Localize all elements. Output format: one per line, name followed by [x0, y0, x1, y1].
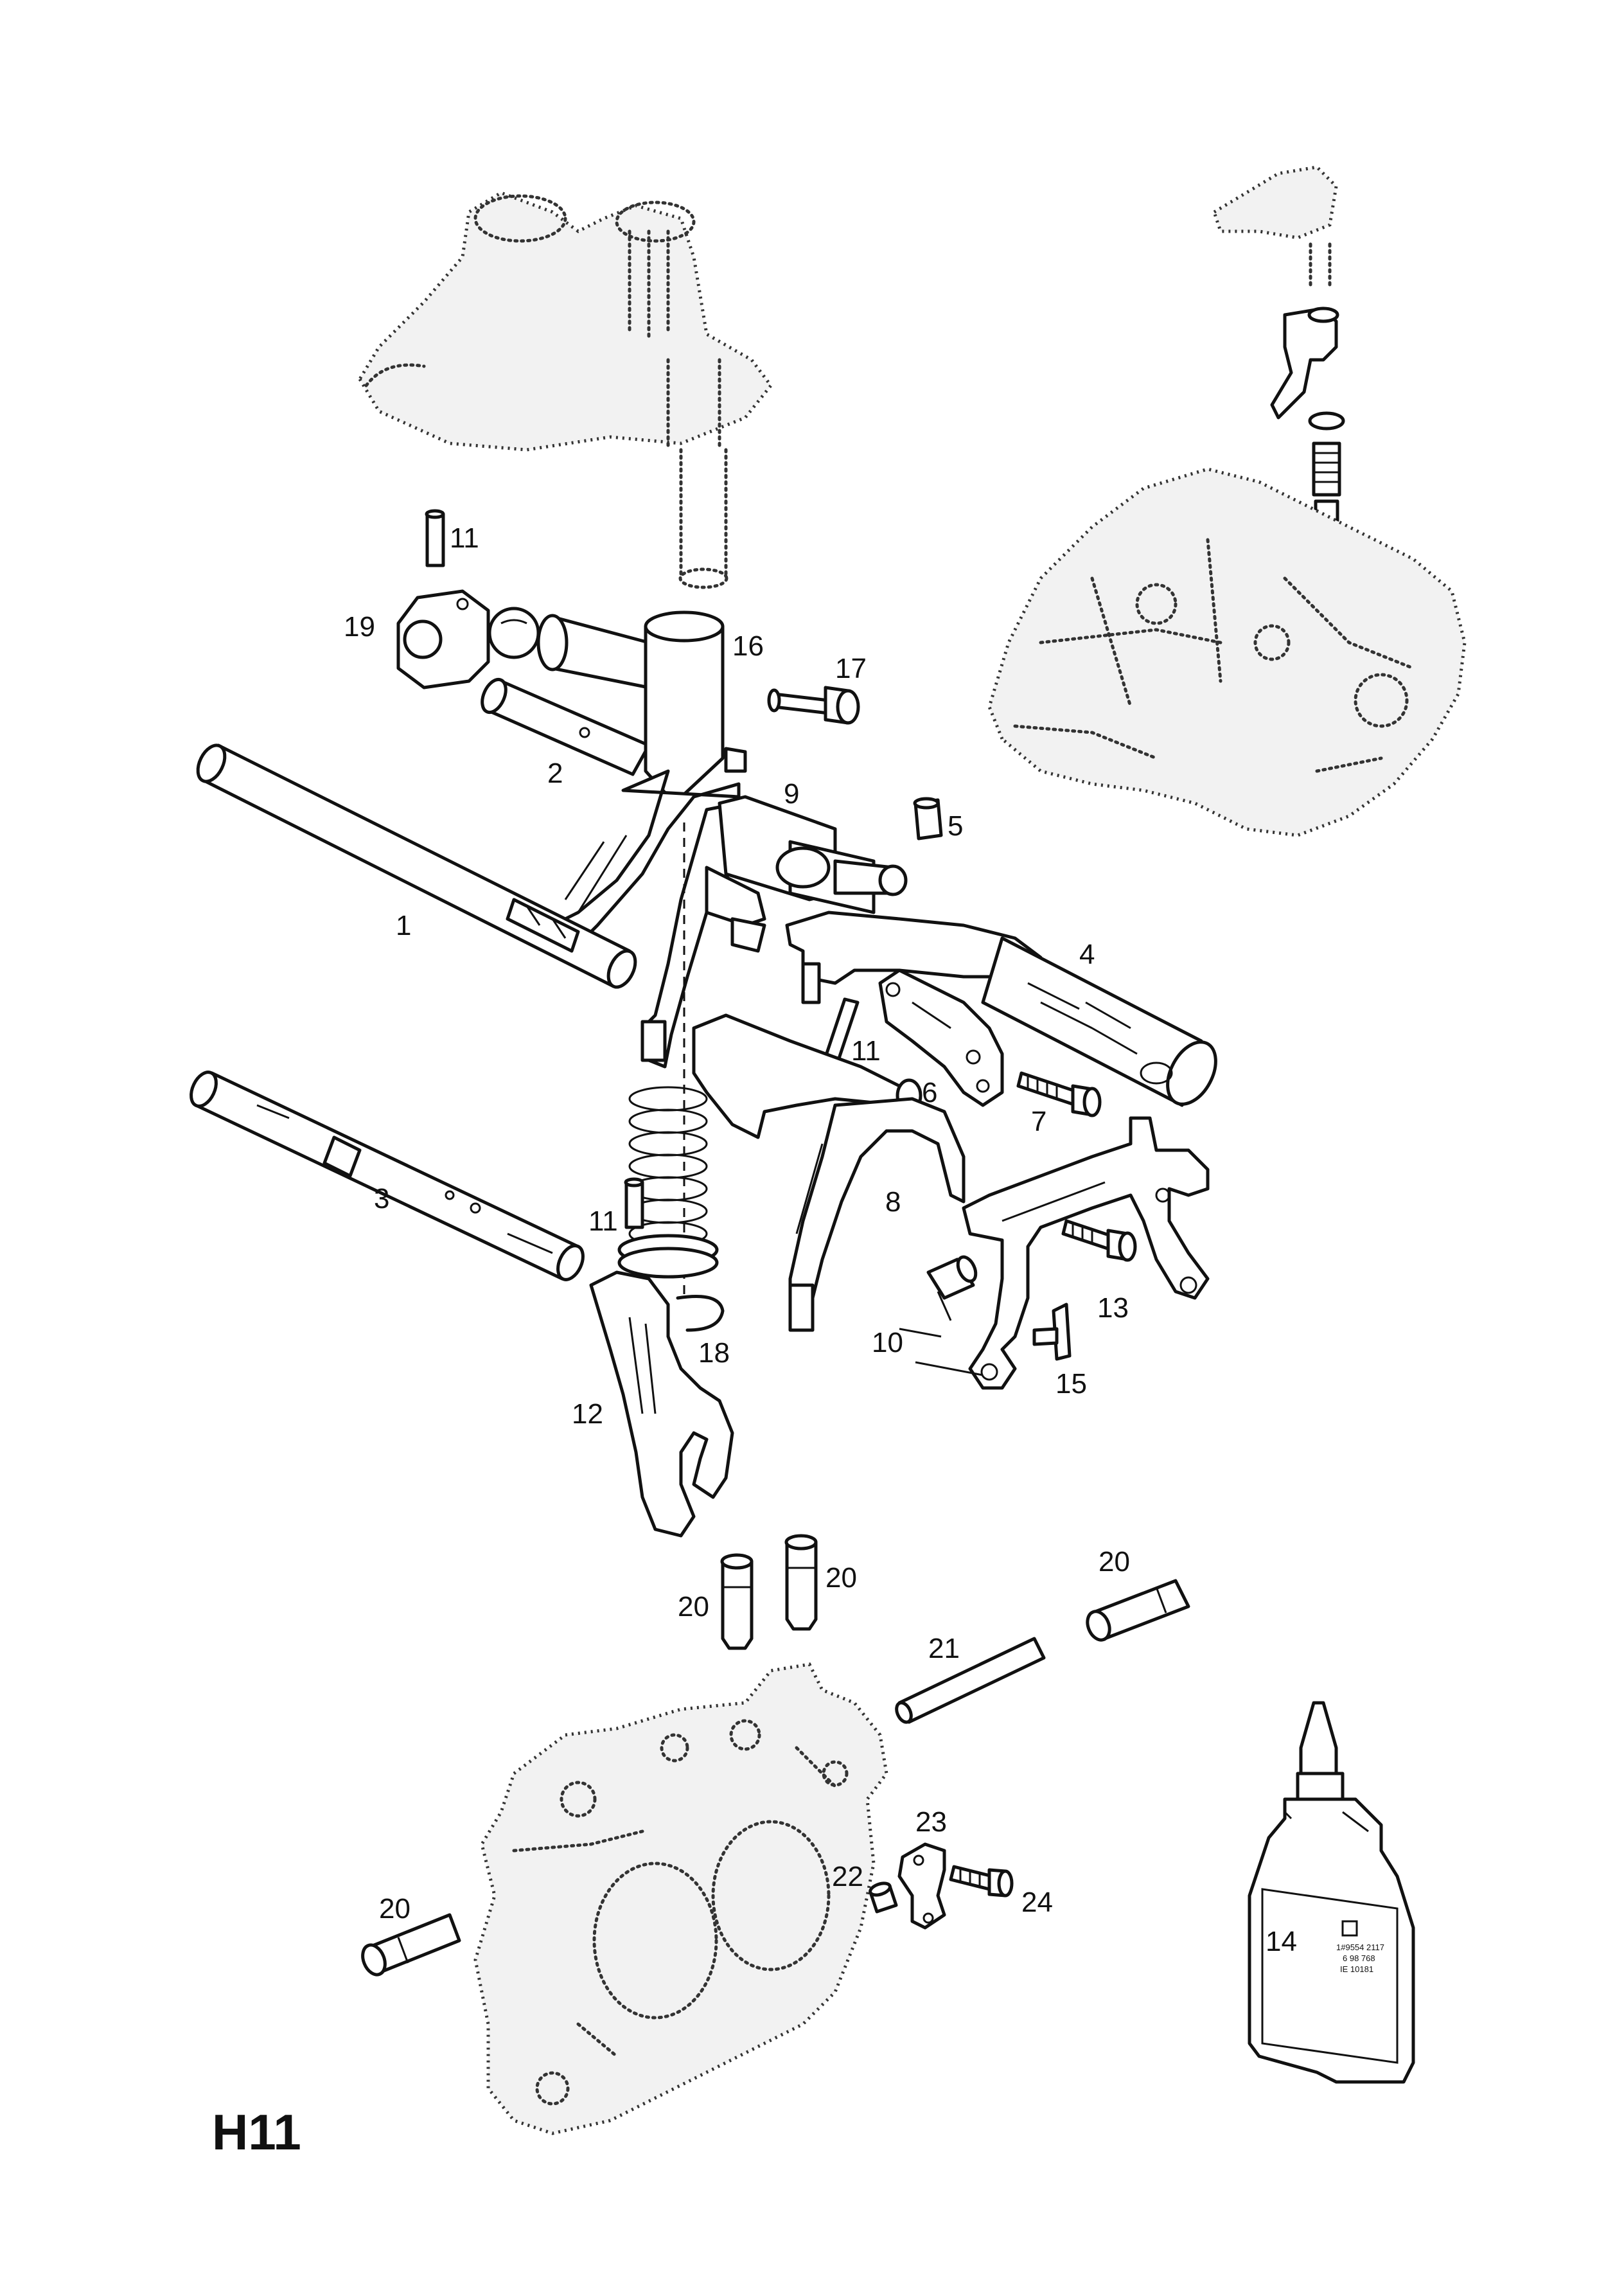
- block-15: [1032, 1303, 1072, 1361]
- plunger-10: [926, 1255, 978, 1300]
- callout-3: 3: [374, 1183, 389, 1214]
- shift-rail-1: [196, 743, 637, 989]
- bracket-23: [897, 1842, 946, 1930]
- callout-11-top: 11: [450, 522, 479, 554]
- callout-16: 16: [732, 630, 764, 662]
- plug-20-b: [784, 1534, 818, 1631]
- callout-5: 5: [948, 810, 963, 842]
- callout-10: 10: [872, 1327, 903, 1358]
- callout-15: 15: [1055, 1368, 1087, 1400]
- interlock-bracket: [962, 1116, 1210, 1390]
- sealant-bottle-14: 1#9554 2117 6 98 768 IE 10181: [1248, 1701, 1415, 2084]
- callout-20-b: 20: [825, 1562, 857, 1594]
- roll-pin-11-low: [624, 1177, 644, 1229]
- roll-pin-11-top: [425, 509, 445, 567]
- selector-fork-12: [589, 1270, 734, 1538]
- sleeve-22: [869, 1881, 898, 1914]
- callout-12: 12: [572, 1398, 603, 1430]
- callout-20-c: 20: [1099, 1546, 1130, 1578]
- callout-4: 4: [1079, 939, 1095, 970]
- callout-11-mid: 11: [851, 1035, 881, 1067]
- sleeve-5: [913, 797, 943, 840]
- callout-14: 14: [1266, 1926, 1297, 1957]
- callout-labels: 1 2 3 4 5 6 7 8 9 10 11 11 11 12 13 14 1…: [344, 522, 1297, 1957]
- shift-finger-16: [536, 610, 747, 1069]
- callout-24: 24: [1021, 1887, 1053, 1918]
- callout-7: 7: [1031, 1106, 1046, 1137]
- shift-housing-ghost: [358, 191, 773, 589]
- callout-6: 6: [922, 1077, 937, 1108]
- gearbox-assembly-ghost: [987, 165, 1467, 837]
- gearbox-case-ghost: [473, 1662, 888, 2135]
- sheet-code: H11: [212, 2104, 301, 2160]
- spring-stack: [617, 822, 725, 1332]
- callout-17: 17: [835, 653, 867, 684]
- bottle-label-line-3: IE 10181: [1340, 1964, 1373, 1974]
- bolt-17: [767, 686, 860, 725]
- callout-18: 18: [698, 1337, 730, 1369]
- pin-21: [895, 1637, 1046, 1724]
- callout-23: 23: [915, 1806, 947, 1838]
- callout-19: 19: [344, 611, 375, 643]
- screw-7: [1016, 1071, 1102, 1117]
- screw-24: [949, 1865, 1014, 1898]
- lever-6: [878, 968, 1004, 1107]
- plug-20-a: [720, 1553, 754, 1650]
- callout-1: 1: [396, 910, 411, 941]
- shift-rod-2: [481, 677, 651, 776]
- callout-20-d: 20: [379, 1893, 410, 1925]
- callout-22: 22: [832, 1861, 863, 1892]
- plug-20-d: [361, 1913, 461, 1977]
- callout-20-a: 20: [678, 1591, 709, 1623]
- bottle-label-line-1: 1#9554 2117: [1336, 1943, 1384, 1952]
- plug-20-c: [1086, 1579, 1190, 1642]
- callout-21: 21: [928, 1633, 960, 1664]
- callout-11-low: 11: [588, 1205, 618, 1237]
- callout-9: 9: [784, 778, 799, 810]
- bottle-label-line-2: 6 98 768: [1343, 1953, 1375, 1963]
- selector-fork-8: [692, 1013, 966, 1332]
- callout-8: 8: [885, 1186, 901, 1218]
- callout-13: 13: [1097, 1292, 1129, 1324]
- shift-rail-3: [190, 1071, 585, 1281]
- leader-lines: [899, 1291, 984, 1376]
- callout-2: 2: [547, 758, 563, 789]
- selector-fork-4: [785, 911, 1217, 1107]
- selector-ball-19: [396, 589, 540, 689]
- selector-9: [705, 795, 908, 953]
- screw-13: [1061, 1219, 1137, 1262]
